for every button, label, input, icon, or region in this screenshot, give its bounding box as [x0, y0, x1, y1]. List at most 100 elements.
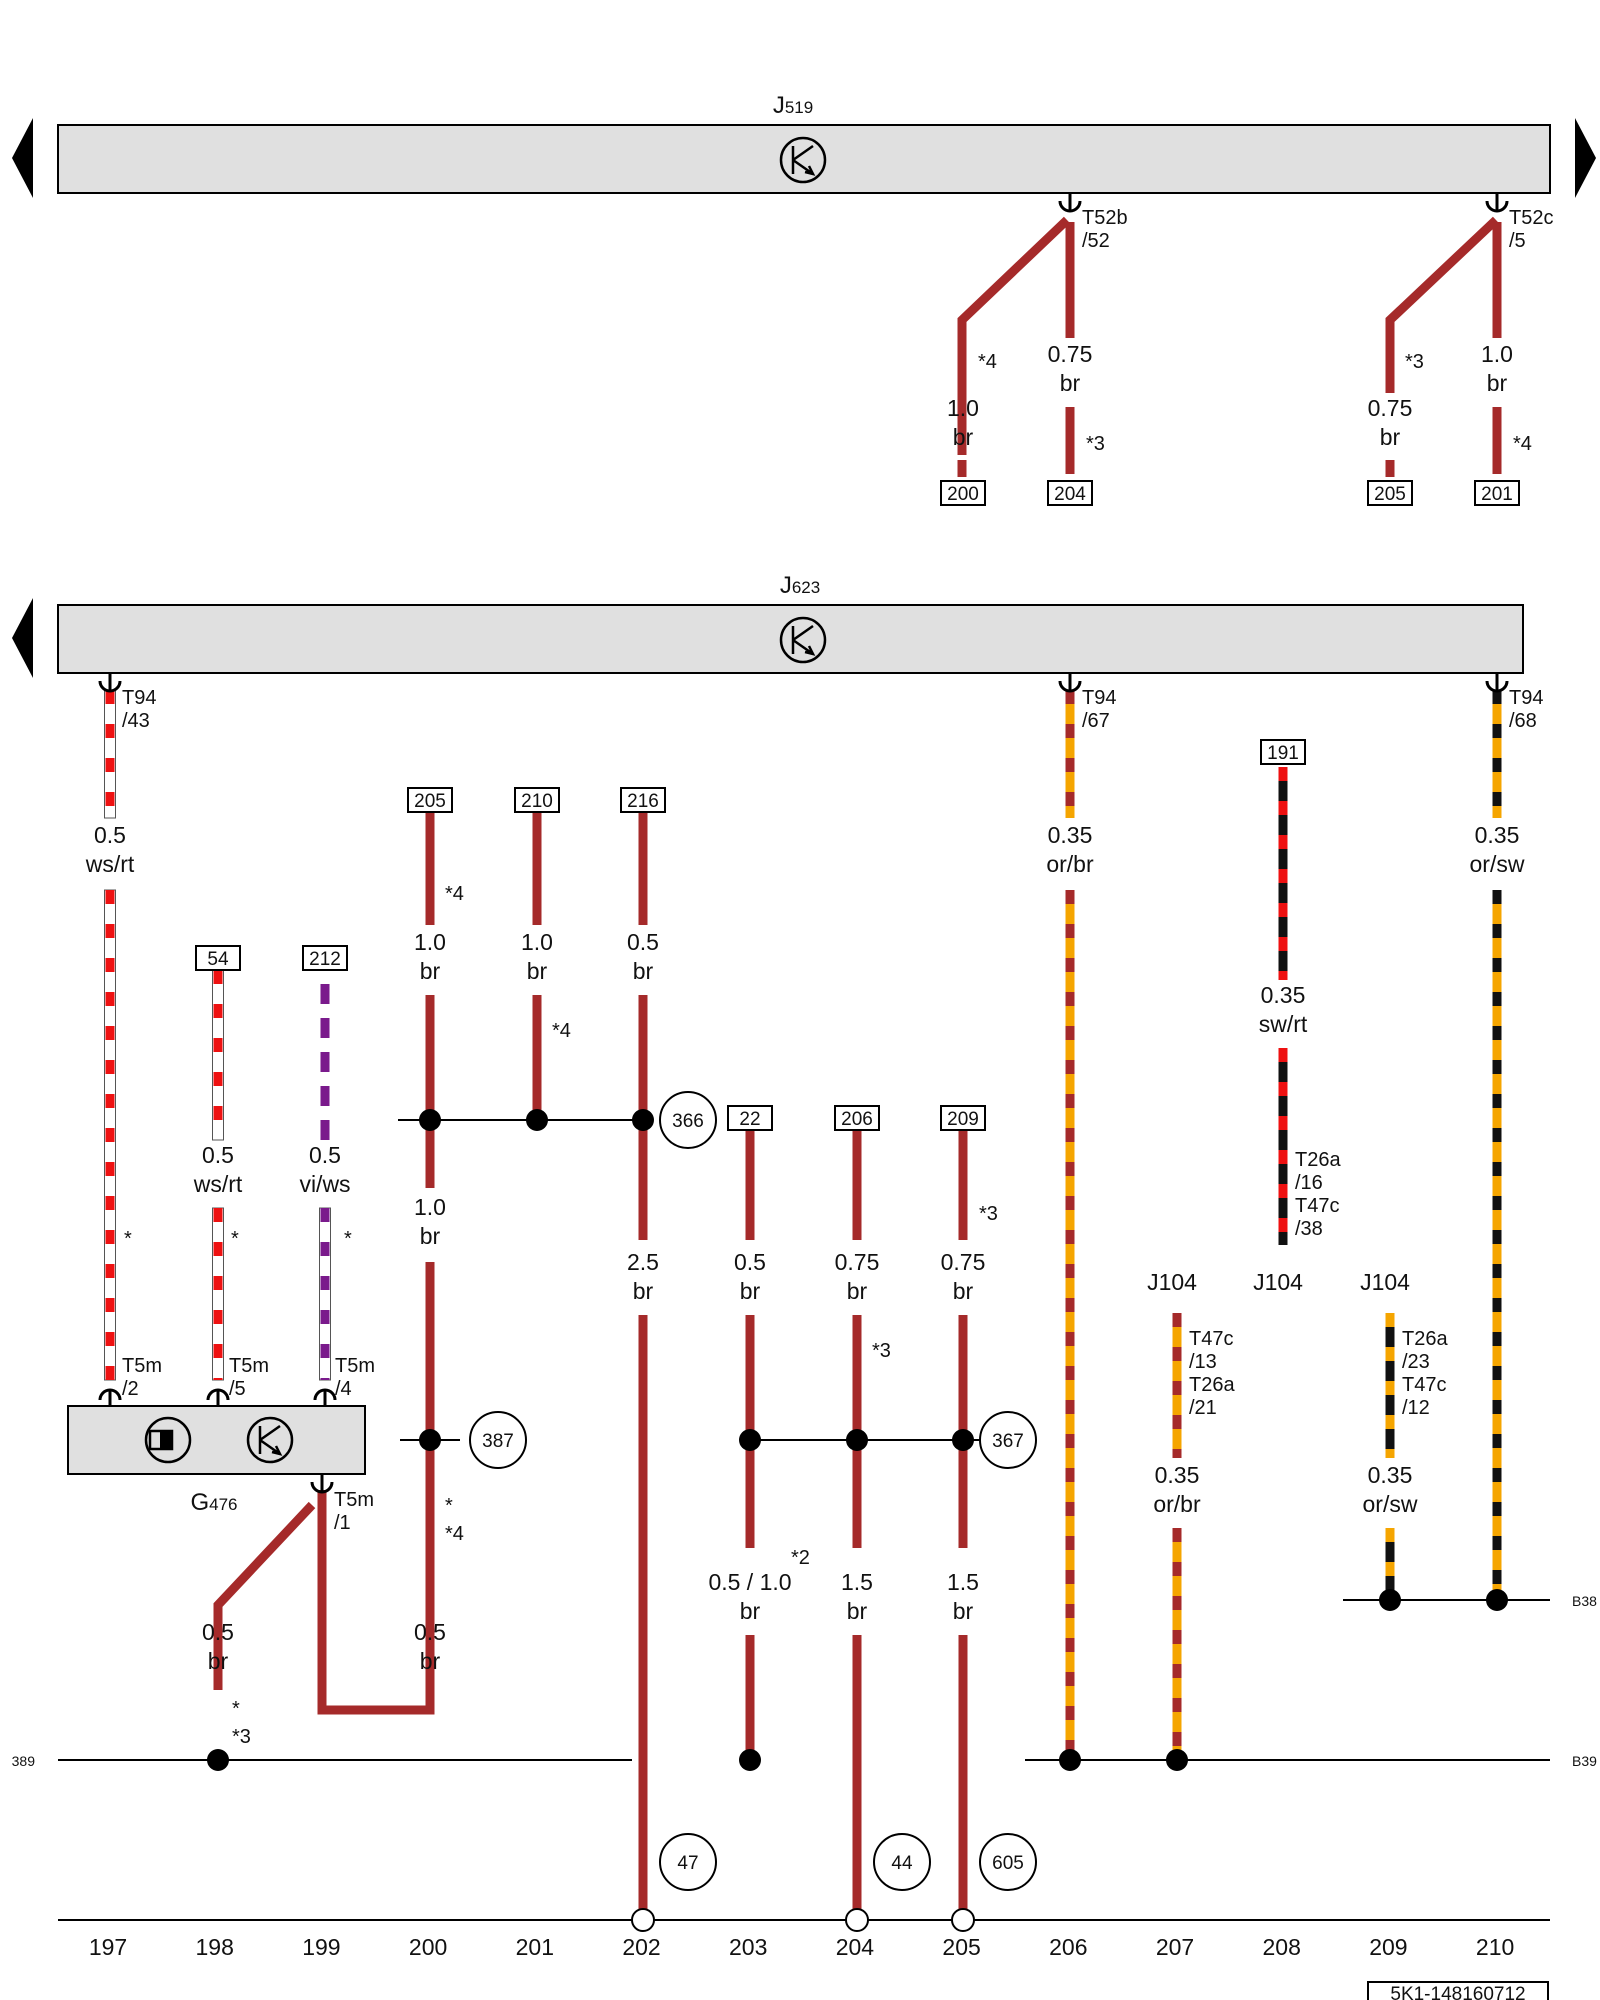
footnote-mark-14: * — [232, 1698, 240, 1720]
wire-label-t-1: or/sw — [1363, 1491, 1418, 1517]
document-id-text: 5K1-148160712 — [1390, 1984, 1525, 2000]
boxed-ref-5[interactable]: 210 — [514, 787, 560, 813]
circle-ref-3[interactable]: 47 — [659, 1833, 717, 1891]
svg-text:J623: J623 — [780, 572, 820, 599]
connector-pin-5 — [98, 1388, 122, 1406]
wire-label-w-1: br — [953, 1598, 974, 1624]
footnote-mark-3: *4 — [1513, 433, 1532, 455]
ground-terminals — [631, 1908, 975, 1932]
boxed-ref-0[interactable]: 200 — [940, 480, 986, 506]
position-sensor-icon — [144, 1416, 192, 1464]
boxed-ref-7[interactable]: 54 — [195, 945, 241, 971]
wire-label-i-1: or/br — [1046, 851, 1094, 877]
pin-label-t5m_1-1: /1 — [334, 1512, 351, 1534]
control-unit-j623: J623 — [57, 572, 1524, 674]
boxed-ref-8[interactable]: 212 — [302, 945, 348, 971]
footnote-mark-10: *3 — [872, 1340, 891, 1362]
boxed-ref-6[interactable]: 216 — [620, 787, 666, 813]
electronic-symbol-icon — [779, 616, 827, 664]
boxed-ref-1[interactable]: 204 — [1047, 480, 1093, 506]
wire-label-c-1: br — [1380, 424, 1401, 450]
boxed-ref-2[interactable]: 205 — [1367, 480, 1413, 506]
wire-segment-9 — [212, 969, 224, 1141]
pin-label-t5m_2-0: T5m — [122, 1355, 162, 1377]
wire-label-d-0: 1.0 — [1481, 341, 1513, 367]
wire-label-q-1: br — [847, 1278, 868, 1304]
prev-page-arrow-bottom[interactable] — [12, 598, 33, 678]
wire-label-k-0: 0.35 — [1475, 822, 1520, 848]
electronic-symbol-icon — [779, 136, 827, 184]
svg-text:J519: J519 — [773, 92, 813, 119]
circle-ref-text-0: 366 — [672, 1111, 704, 1132]
circled-references: 366 387 367 47 44 605 — [469, 1091, 1037, 1891]
j104-labels: J104 J104 J104 — [1147, 1269, 1410, 1295]
boxed-ref-text-2: 205 — [1374, 484, 1406, 505]
pin-label-t26a_23-1: /23 — [1402, 1351, 1430, 1373]
j519-label: J — [773, 92, 785, 119]
prev-page-arrow-top[interactable] — [12, 118, 33, 198]
axis-track-199: 199 — [302, 1934, 340, 1960]
wire-label-k-1: or/sw — [1470, 851, 1525, 877]
j623-label: J — [780, 572, 792, 599]
pin-label-t26a_23-3: /12 — [1402, 1397, 1430, 1419]
footnote-mark-7: * — [231, 1228, 239, 1250]
wire-label-l-0: 0.5 — [202, 1142, 234, 1168]
boxed-ref-text-3: 201 — [1481, 484, 1513, 505]
wire-label-p-1: br — [740, 1278, 761, 1304]
j519-sub: 519 — [785, 98, 813, 117]
next-page-arrow-top[interactable] — [1575, 118, 1596, 198]
circle-ref-1[interactable]: 387 — [469, 1411, 527, 1469]
wire-label-v-0: 1.5 — [841, 1569, 873, 1595]
boxed-ref-4[interactable]: 205 — [407, 787, 453, 813]
axis-track-203: 203 — [729, 1934, 767, 1960]
boxed-ref-12[interactable]: 209 — [940, 1105, 986, 1131]
wire-label-i-0: 0.35 — [1048, 822, 1093, 848]
pin-labels: T52b/52T52c/5T94/43T94/67T94/68T5m/2T5m/… — [122, 207, 1553, 1534]
connector-pin-6 — [206, 1388, 230, 1406]
wire-label-n-0: 1.0 — [414, 1194, 446, 1220]
boxed-ref-text-12: 209 — [947, 1109, 979, 1130]
connector-pin-2 — [98, 673, 122, 693]
circle-ref-5[interactable]: 605 — [979, 1833, 1037, 1891]
boxed-ref-10[interactable]: 22 — [727, 1105, 773, 1131]
junction-dots — [207, 1109, 1508, 1771]
footnote-marks: *4*3*3*4*4*4****3*3**4*2**3 — [124, 351, 1532, 1748]
pin-label-t5m_2-1: /2 — [122, 1378, 139, 1400]
wire-label-l-1: ws/rt — [193, 1171, 243, 1197]
pin-label-t47c_13-3: /21 — [1189, 1397, 1217, 1419]
circle-ref-4[interactable]: 44 — [873, 1833, 931, 1891]
pin-label-t94_43-1: /43 — [122, 710, 150, 732]
wire-label-j-0: 0.35 — [1261, 982, 1306, 1008]
j104-label-208: J104 — [1253, 1269, 1303, 1295]
connector-pin-7 — [313, 1388, 337, 1406]
circle-ref-text-1: 387 — [482, 1431, 514, 1452]
boxed-ref-text-5: 210 — [521, 791, 553, 812]
boxed-ref-text-6: 216 — [627, 791, 659, 812]
wire-label-x-0: 0.5 — [202, 1619, 234, 1645]
boxed-ref-3[interactable]: 201 — [1474, 480, 1520, 506]
axis-track-200: 200 — [409, 1934, 447, 1960]
footnote-mark-12: *4 — [445, 1523, 464, 1545]
axis-track-197: 197 — [89, 1934, 127, 1960]
wire-segment-12 — [319, 1207, 331, 1381]
connector-layer — [98, 193, 1509, 1494]
wire-label-j-1: sw/rt — [1259, 1011, 1308, 1037]
pin-label-t47c_13-1: /13 — [1189, 1351, 1217, 1373]
svg-text:G476: G476 — [190, 1489, 237, 1516]
circle-ref-0[interactable]: 366 — [659, 1091, 717, 1149]
wire-segment-8 — [104, 889, 116, 1381]
boxed-ref-11[interactable]: 206 — [834, 1105, 880, 1131]
circle-ref-text-4: 44 — [891, 1853, 913, 1874]
boxed-ref-9[interactable]: 191 — [1260, 739, 1306, 765]
pin-label-t26a_16-1: /16 — [1295, 1172, 1323, 1194]
boxed-ref-text-4: 205 — [414, 791, 446, 812]
footnote-mark-15: *3 — [232, 1726, 251, 1748]
axis-track-198: 198 — [196, 1934, 234, 1960]
wire-label-f-0: 1.0 — [414, 929, 446, 955]
wire-label-p-0: 0.5 — [734, 1249, 766, 1275]
bus-label-b38: B38 — [1572, 1593, 1597, 1609]
wire-label-o-0: 2.5 — [627, 1249, 659, 1275]
boxed-ref-text-7: 54 — [207, 949, 229, 970]
circle-ref-2[interactable]: 367 — [979, 1411, 1037, 1469]
